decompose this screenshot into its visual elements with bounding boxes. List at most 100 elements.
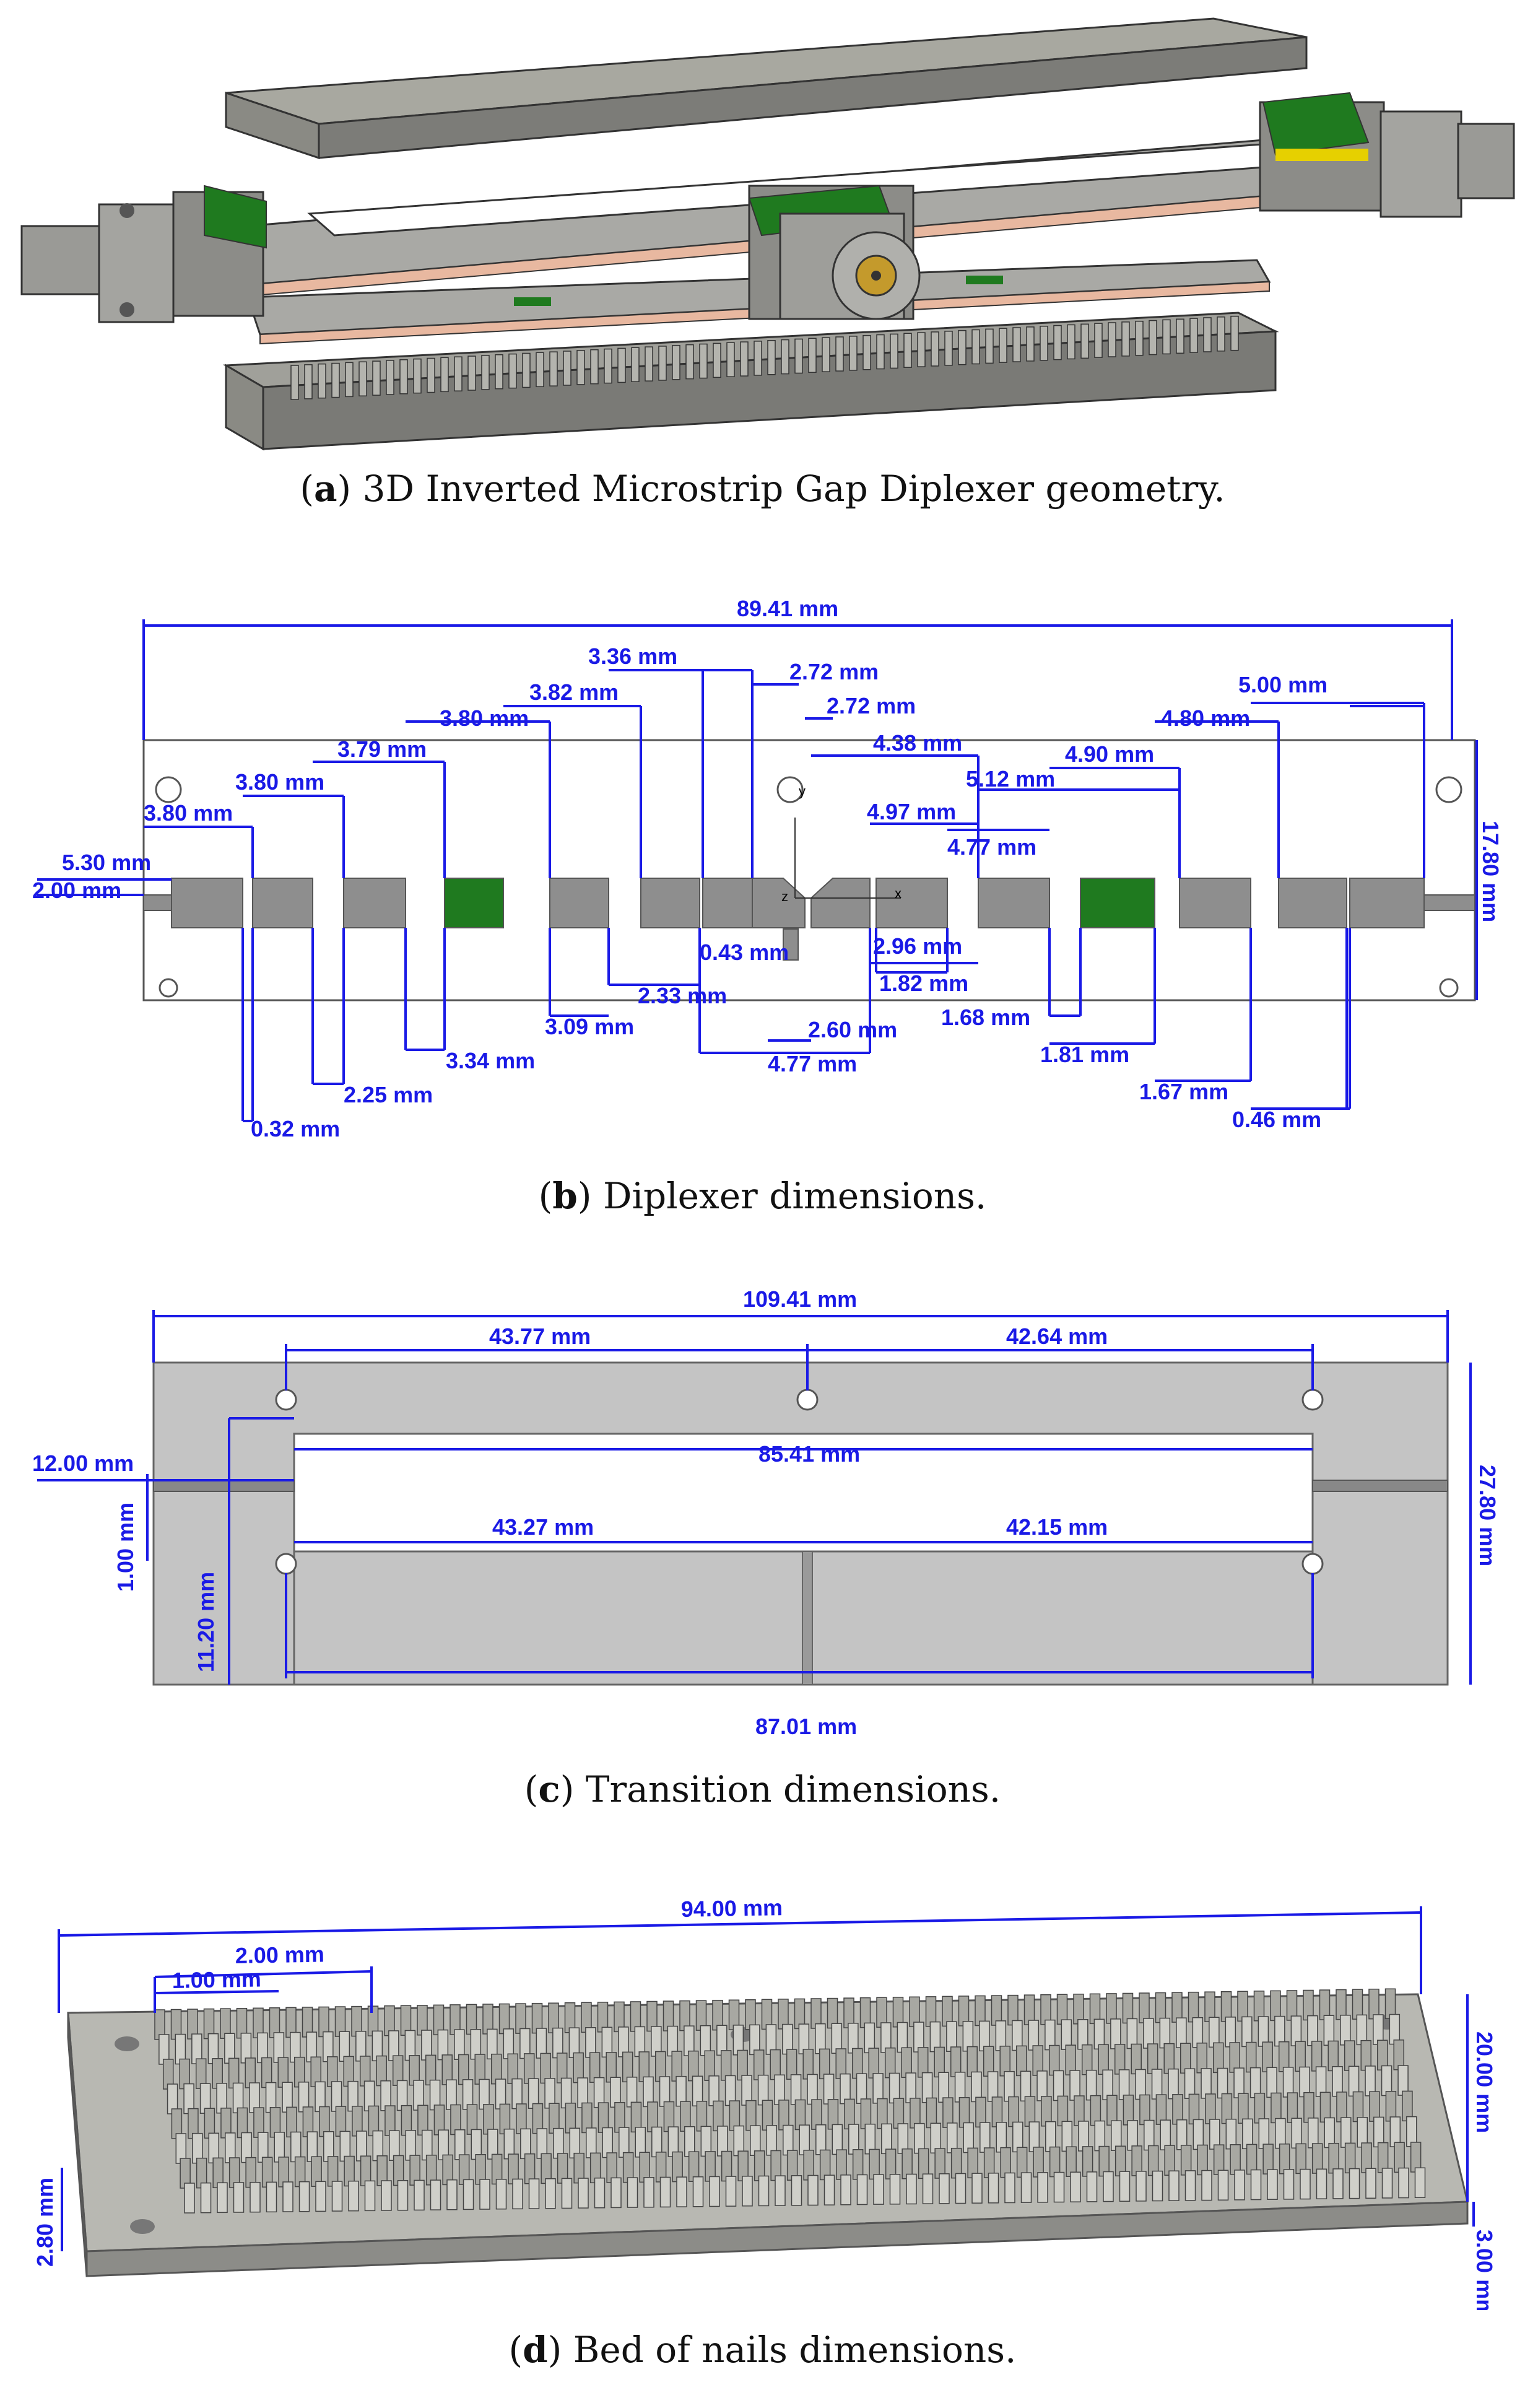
nail: [672, 345, 680, 380]
c-dim-window: 85.41 mm: [758, 1441, 860, 1467]
nail: [1332, 2168, 1344, 2199]
nail: [659, 2176, 671, 2208]
hole-c-5: [1301, 1553, 1324, 1575]
dim-t15: 4.90 mm: [1065, 741, 1154, 767]
nail: [917, 332, 926, 367]
c-dim-left-b: 1.00 mm: [113, 1503, 138, 1592]
center-connector: [748, 185, 921, 320]
dim-t16: 4.80 mm: [1161, 705, 1250, 731]
nail: [266, 2181, 277, 2213]
nail: [561, 2178, 573, 2209]
nail: [822, 337, 830, 372]
nail: [922, 2173, 934, 2204]
nail: [692, 2176, 704, 2207]
nail: [999, 328, 1007, 363]
dim-t3: 3.80 mm: [144, 800, 233, 826]
dim-b4: 3.09 mm: [545, 1014, 634, 1039]
nail: [1121, 321, 1130, 357]
dim-t13: 4.77 mm: [947, 834, 1036, 860]
nail: [1168, 2170, 1180, 2201]
left-feed: [153, 1480, 295, 1492]
nail: [1053, 325, 1062, 360]
dim-b2: 2.25 mm: [344, 1082, 433, 1107]
nail: [427, 357, 435, 393]
caption-a: (a) 3D Inverted Microstrip Gap Diplexer …: [300, 468, 1225, 510]
c-dim-top-left: 43.77 mm: [489, 1324, 591, 1349]
nail: [971, 2173, 983, 2204]
caption-c: (c) Transition dimensions.: [524, 1768, 1001, 1810]
caption-b-letter: b: [552, 1175, 578, 1217]
panel-d-bed-of-nails: 94.00 mm 2.00 mm 1.00 mm 20.00 mm 2.80 m…: [32, 1895, 1497, 2310]
dim-b11: 1.68 mm: [941, 1005, 1030, 1030]
nail: [709, 2176, 720, 2207]
nail: [1026, 326, 1035, 362]
nail: [1020, 2172, 1032, 2203]
nail: [508, 353, 517, 389]
nail: [282, 2181, 293, 2212]
nails-array: [154, 1988, 1426, 2214]
dim-b6: 0.43 mm: [700, 940, 789, 965]
top-lid: [225, 17, 1308, 160]
nail: [315, 2181, 326, 2212]
nail: [495, 2178, 507, 2210]
nail: [298, 2181, 310, 2212]
hole-c-4: [275, 1553, 297, 1575]
dim-t9: 2.72 mm: [789, 659, 879, 684]
nail: [1103, 2171, 1114, 2202]
nail: [345, 362, 354, 398]
nail: [1040, 326, 1048, 361]
nail: [495, 354, 503, 390]
dim-t4: 3.80 mm: [235, 769, 324, 795]
nail: [217, 2182, 228, 2214]
c-dim-height: 27.80 mm: [1475, 1465, 1500, 1566]
nail: [1094, 323, 1103, 358]
nail: [1149, 320, 1157, 356]
dim-t17: 5.00 mm: [1238, 672, 1327, 697]
nail: [699, 343, 708, 379]
dim-b8: 1.82 mm: [879, 971, 968, 996]
nail: [331, 2181, 343, 2212]
coordinate-axes: [794, 818, 901, 899]
nail: [479, 2179, 490, 2210]
caption-b: (b) Diplexer dimensions.: [538, 1175, 987, 1217]
nail: [372, 360, 381, 396]
nail: [1349, 2168, 1360, 2199]
nail: [939, 2173, 950, 2204]
dim-b13: 1.67 mm: [1139, 1079, 1228, 1104]
axis-x-label: x: [895, 886, 902, 901]
caption-d-text: Bed of nails dimensions.: [573, 2329, 1017, 2371]
nail: [358, 361, 367, 396]
hole-bottom-left: [159, 978, 178, 998]
nail: [1108, 322, 1116, 357]
caption-a-text: 3D Inverted Microstrip Gap Diplexer geom…: [362, 468, 1225, 510]
nail: [876, 334, 885, 370]
top-dimension-lines: [37, 669, 1425, 896]
nails-hole-4: [130, 2219, 155, 2234]
nail: [304, 364, 313, 399]
dim-t14: 5.12 mm: [966, 766, 1055, 792]
dim-height: 17.80 mm: [1478, 821, 1503, 922]
nail: [522, 352, 531, 388]
nail: [467, 356, 476, 391]
nail: [578, 2178, 589, 2209]
nail: [1053, 2171, 1065, 2203]
nail: [645, 346, 653, 382]
nail: [627, 2177, 638, 2208]
nail: [971, 329, 980, 365]
nail: [604, 348, 612, 384]
nail: [985, 328, 994, 364]
nail: [903, 333, 912, 368]
nail: [1300, 2168, 1311, 2200]
nail: [889, 2174, 901, 2205]
nail: [1086, 2171, 1098, 2202]
dim-b14: 0.46 mm: [1232, 1107, 1321, 1132]
nail: [906, 2173, 917, 2205]
axis-z-label: z: [781, 889, 788, 904]
nail: [767, 340, 776, 375]
nail: [958, 329, 967, 365]
axis-y-label: y: [799, 783, 806, 799]
left-connector: [20, 185, 267, 323]
nail: [1162, 319, 1171, 355]
nail: [1012, 327, 1021, 362]
hole-c-2: [796, 1389, 819, 1411]
